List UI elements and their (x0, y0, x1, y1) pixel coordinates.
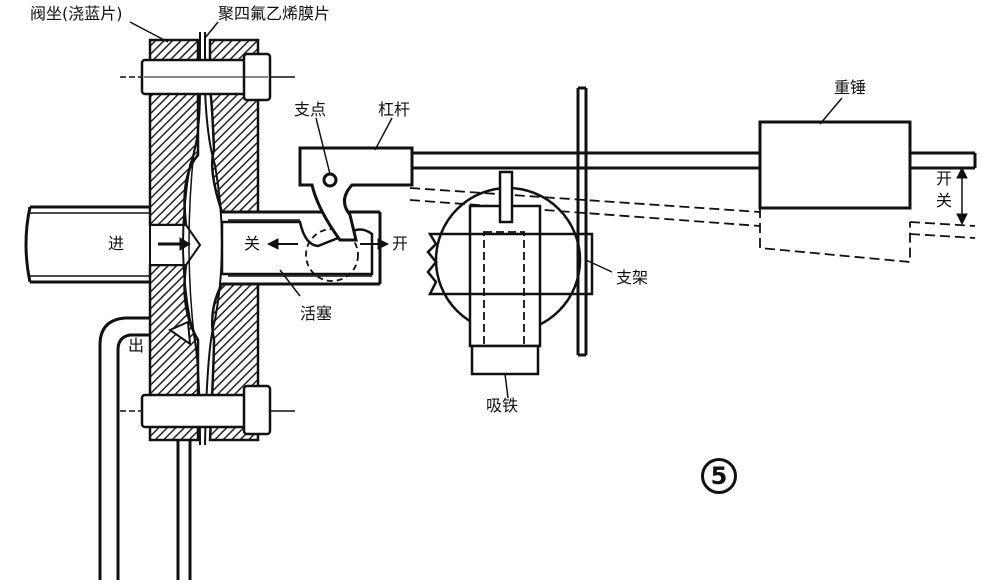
inlet-pipe (24, 205, 150, 284)
lever-arm-dashed (409, 187, 976, 239)
bottom-bolt (120, 384, 295, 436)
support-bracket (576, 86, 588, 357)
inlet-label: 进 (108, 234, 125, 253)
valve-seat-label: 阀坐(浇蓝片) (30, 4, 123, 23)
figure-number: 5 (701, 458, 737, 494)
flow-arrows (158, 237, 390, 347)
close-label: 关 (244, 234, 261, 253)
ptfe-membrane-label: 聚四氟乙烯膜片 (218, 4, 331, 23)
leader-lines (129, 21, 843, 399)
open-label: 开 (392, 234, 409, 253)
valve-seat-left (148, 38, 202, 442)
solenoid-assembly (426, 170, 594, 376)
fulcrum-bracket (298, 146, 414, 242)
counterweight-label: 重锤 (834, 78, 867, 97)
open-close-label: 开关 (933, 170, 952, 214)
fulcrum-label: 支点 (294, 100, 327, 119)
armature-label: 吸铁 (486, 396, 519, 415)
top-bolt (120, 52, 295, 102)
travel-indicator (956, 166, 968, 226)
bracket-label: 支架 (616, 268, 649, 287)
lever-label: 杠杆 (378, 100, 411, 119)
piston-cylinder (222, 210, 382, 286)
outlet-label: 出 (128, 336, 145, 355)
counterweight (758, 120, 912, 263)
outlet-pipe (98, 316, 192, 580)
piston-label: 活塞 (300, 304, 333, 323)
